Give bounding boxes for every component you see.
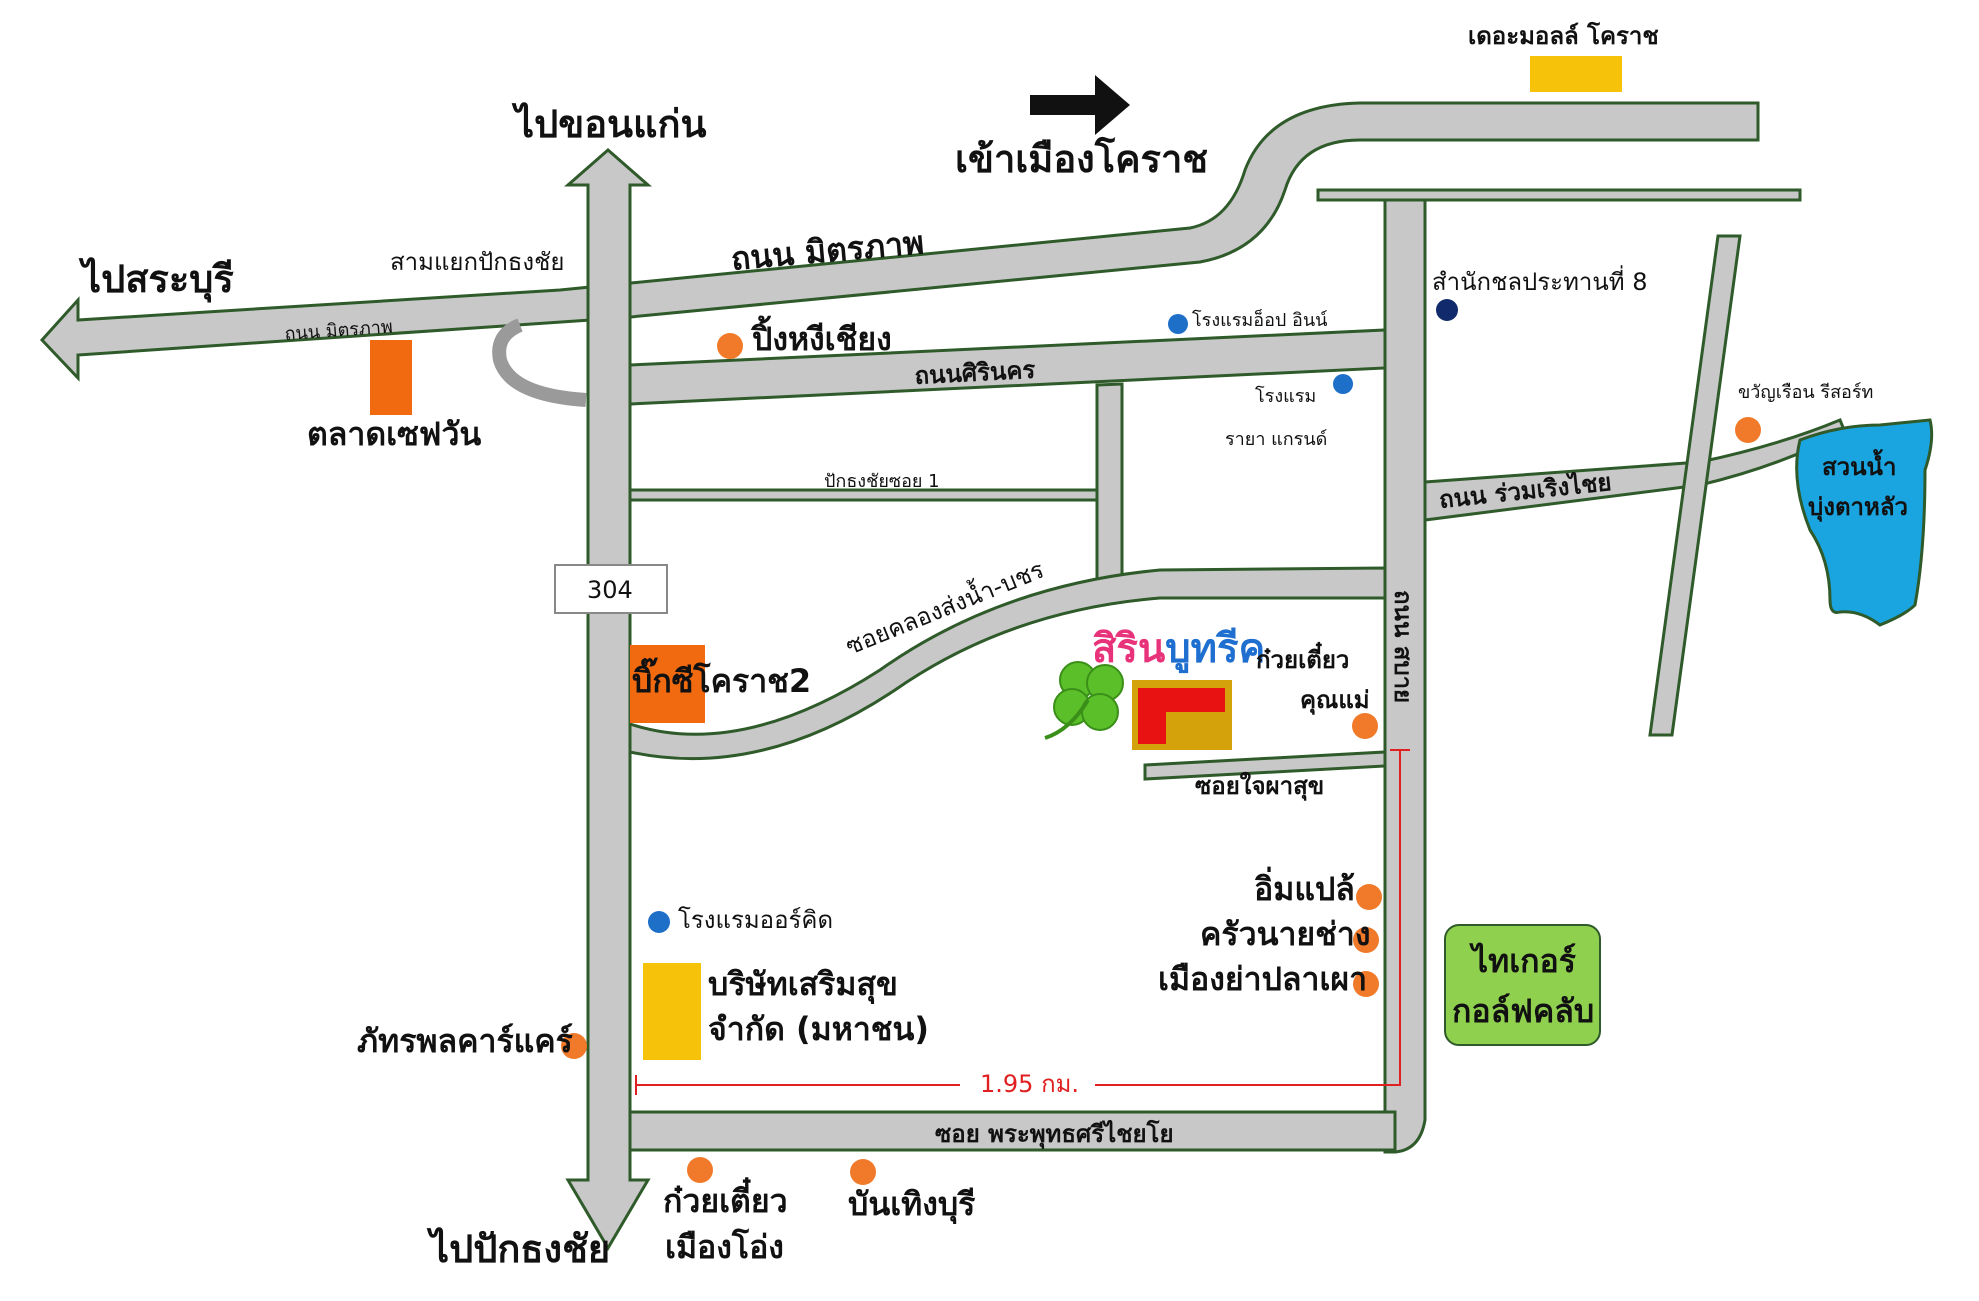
tiger-label-2: กอล์ฟคลับ: [1452, 992, 1594, 1030]
dot-im-plae: [1356, 884, 1382, 910]
direction-city: เข้าเมืองโคราช: [955, 136, 1208, 181]
dot-kuay-oong: [687, 1157, 713, 1183]
dot-kuay-mae: [1352, 713, 1378, 739]
road-soi-jaipha-label: ซอยใจผาสุข: [1195, 771, 1324, 802]
hotel-raya-label-1: โรงแรม: [1255, 385, 1316, 407]
ping-hui-label: ปิ้งหงีเชียง: [750, 315, 892, 358]
dot-hotel-raya: [1333, 374, 1353, 394]
road-304: [564, 148, 652, 1251]
park-label-2: บุ่งตาหลัว: [1808, 493, 1908, 523]
sermsuk-box: [643, 963, 701, 1060]
road-mittraphap: [39, 101, 1760, 382]
mall-label: เดอะมอลล์ โคราช: [1468, 21, 1659, 50]
bigc-box: [630, 645, 705, 723]
road-soi-phraphut: [628, 1110, 1397, 1152]
park-label-1: สวนน้ำ: [1822, 448, 1896, 481]
road-sabai-label: ถนน สบาย: [1389, 590, 1417, 703]
clover-icon: [1044, 661, 1124, 740]
banthoeng-label: บันเทิงบุรี: [848, 1185, 975, 1225]
distance-label: 1.95 กม.: [980, 1070, 1079, 1098]
road-diagonal: [1648, 234, 1742, 737]
sermsuk-label-1: บริษัทเสริมสุข: [708, 965, 898, 1005]
khrua-nai-label: ครัวนายช่าง: [1200, 915, 1370, 953]
brand-name: สิรินบูทรีค: [1092, 626, 1265, 673]
direction-south: ไปปักธงชัย: [426, 1227, 610, 1271]
dot-mueang-ya: [1353, 971, 1379, 997]
road-soi-phraphut-label: ซอย พระพุทธศรีไชยโย: [935, 1119, 1174, 1150]
park-area: [1795, 418, 1934, 627]
dot-banthoeng: [850, 1159, 876, 1185]
road-top-right: [1316, 188, 1802, 202]
orchid-label: โรงแรมออร์คิด: [678, 906, 833, 934]
dot-ping-hui: [717, 333, 743, 359]
distance-line: [635, 749, 1410, 1095]
safe-one-label: ตลาดเซฟวัน: [307, 415, 481, 453]
sermsuk-label-2: จำกัด (มหาชน): [708, 1010, 929, 1048]
dot-irrigation: [1436, 299, 1458, 321]
mall-box: [1530, 56, 1622, 92]
bigc-label: บิ๊กซีโคราช2: [632, 657, 811, 700]
safe-one-box: [370, 340, 412, 415]
direction-north: ไปขอนแก่น: [511, 102, 707, 146]
hotel-raya-label-2: รายา แกรนด์: [1225, 429, 1327, 450]
irrigation-label: สำนักชลประทานที่ 8: [1432, 265, 1648, 296]
hotel-up-inn-label: โรงแรมอ็อป อินน์: [1192, 308, 1328, 331]
mueang-ya-label: เมืองย่าปลาเผา: [1158, 960, 1367, 998]
dot-phatra: [561, 1033, 587, 1059]
road-sirinakhon-label: ถนนศิรินคร: [914, 356, 1036, 390]
city-arrow-icon: [1030, 75, 1130, 135]
road-ramp: [492, 318, 587, 407]
brand-part1: สิริน: [1092, 626, 1165, 672]
road-pakthongchai-soi1-label: ปักธงชัยซอย 1: [824, 471, 940, 492]
phatra-label: ภัทรพลคาร์แคร์: [357, 1022, 573, 1060]
im-plae-label: อิ่มแปล้: [1254, 866, 1355, 908]
dot-orchid: [648, 911, 670, 933]
dot-khrua-nai: [1353, 927, 1379, 953]
kuay-oong-label-2: เมืองโอ่ง: [665, 1228, 784, 1266]
road-connector: [1095, 382, 1124, 594]
dot-khwan-ruean: [1735, 417, 1761, 443]
route-304-shield: [554, 564, 668, 614]
dot-hotel-up-inn: [1168, 314, 1188, 334]
brand-part2: บูทรีค: [1165, 626, 1265, 673]
golf-club-box: [1444, 924, 1601, 1046]
kuay-mae-label-1: ก๋วยเตี๋ยว: [1256, 641, 1349, 674]
tiger-label-1: ไทเกอร์: [1469, 942, 1576, 980]
khwan-ruean-label: ขวัญเรือน รีสอร์ท: [1738, 382, 1873, 403]
kuay-oong-label-1: ก๋วยเตี๋ยว: [663, 1177, 788, 1220]
sirin-boutique-marker: [1132, 680, 1232, 750]
poi-dots: [561, 299, 1761, 1185]
roads: [39, 101, 1847, 1251]
junction-label: สามแยกปักธงชัย: [390, 248, 565, 276]
direction-west: ไปสระบุรี: [78, 257, 234, 303]
road-sabai: [1383, 198, 1427, 1154]
kuay-mae-label-2: คุณแม่: [1300, 686, 1370, 716]
route-304-label: 304: [587, 576, 633, 604]
